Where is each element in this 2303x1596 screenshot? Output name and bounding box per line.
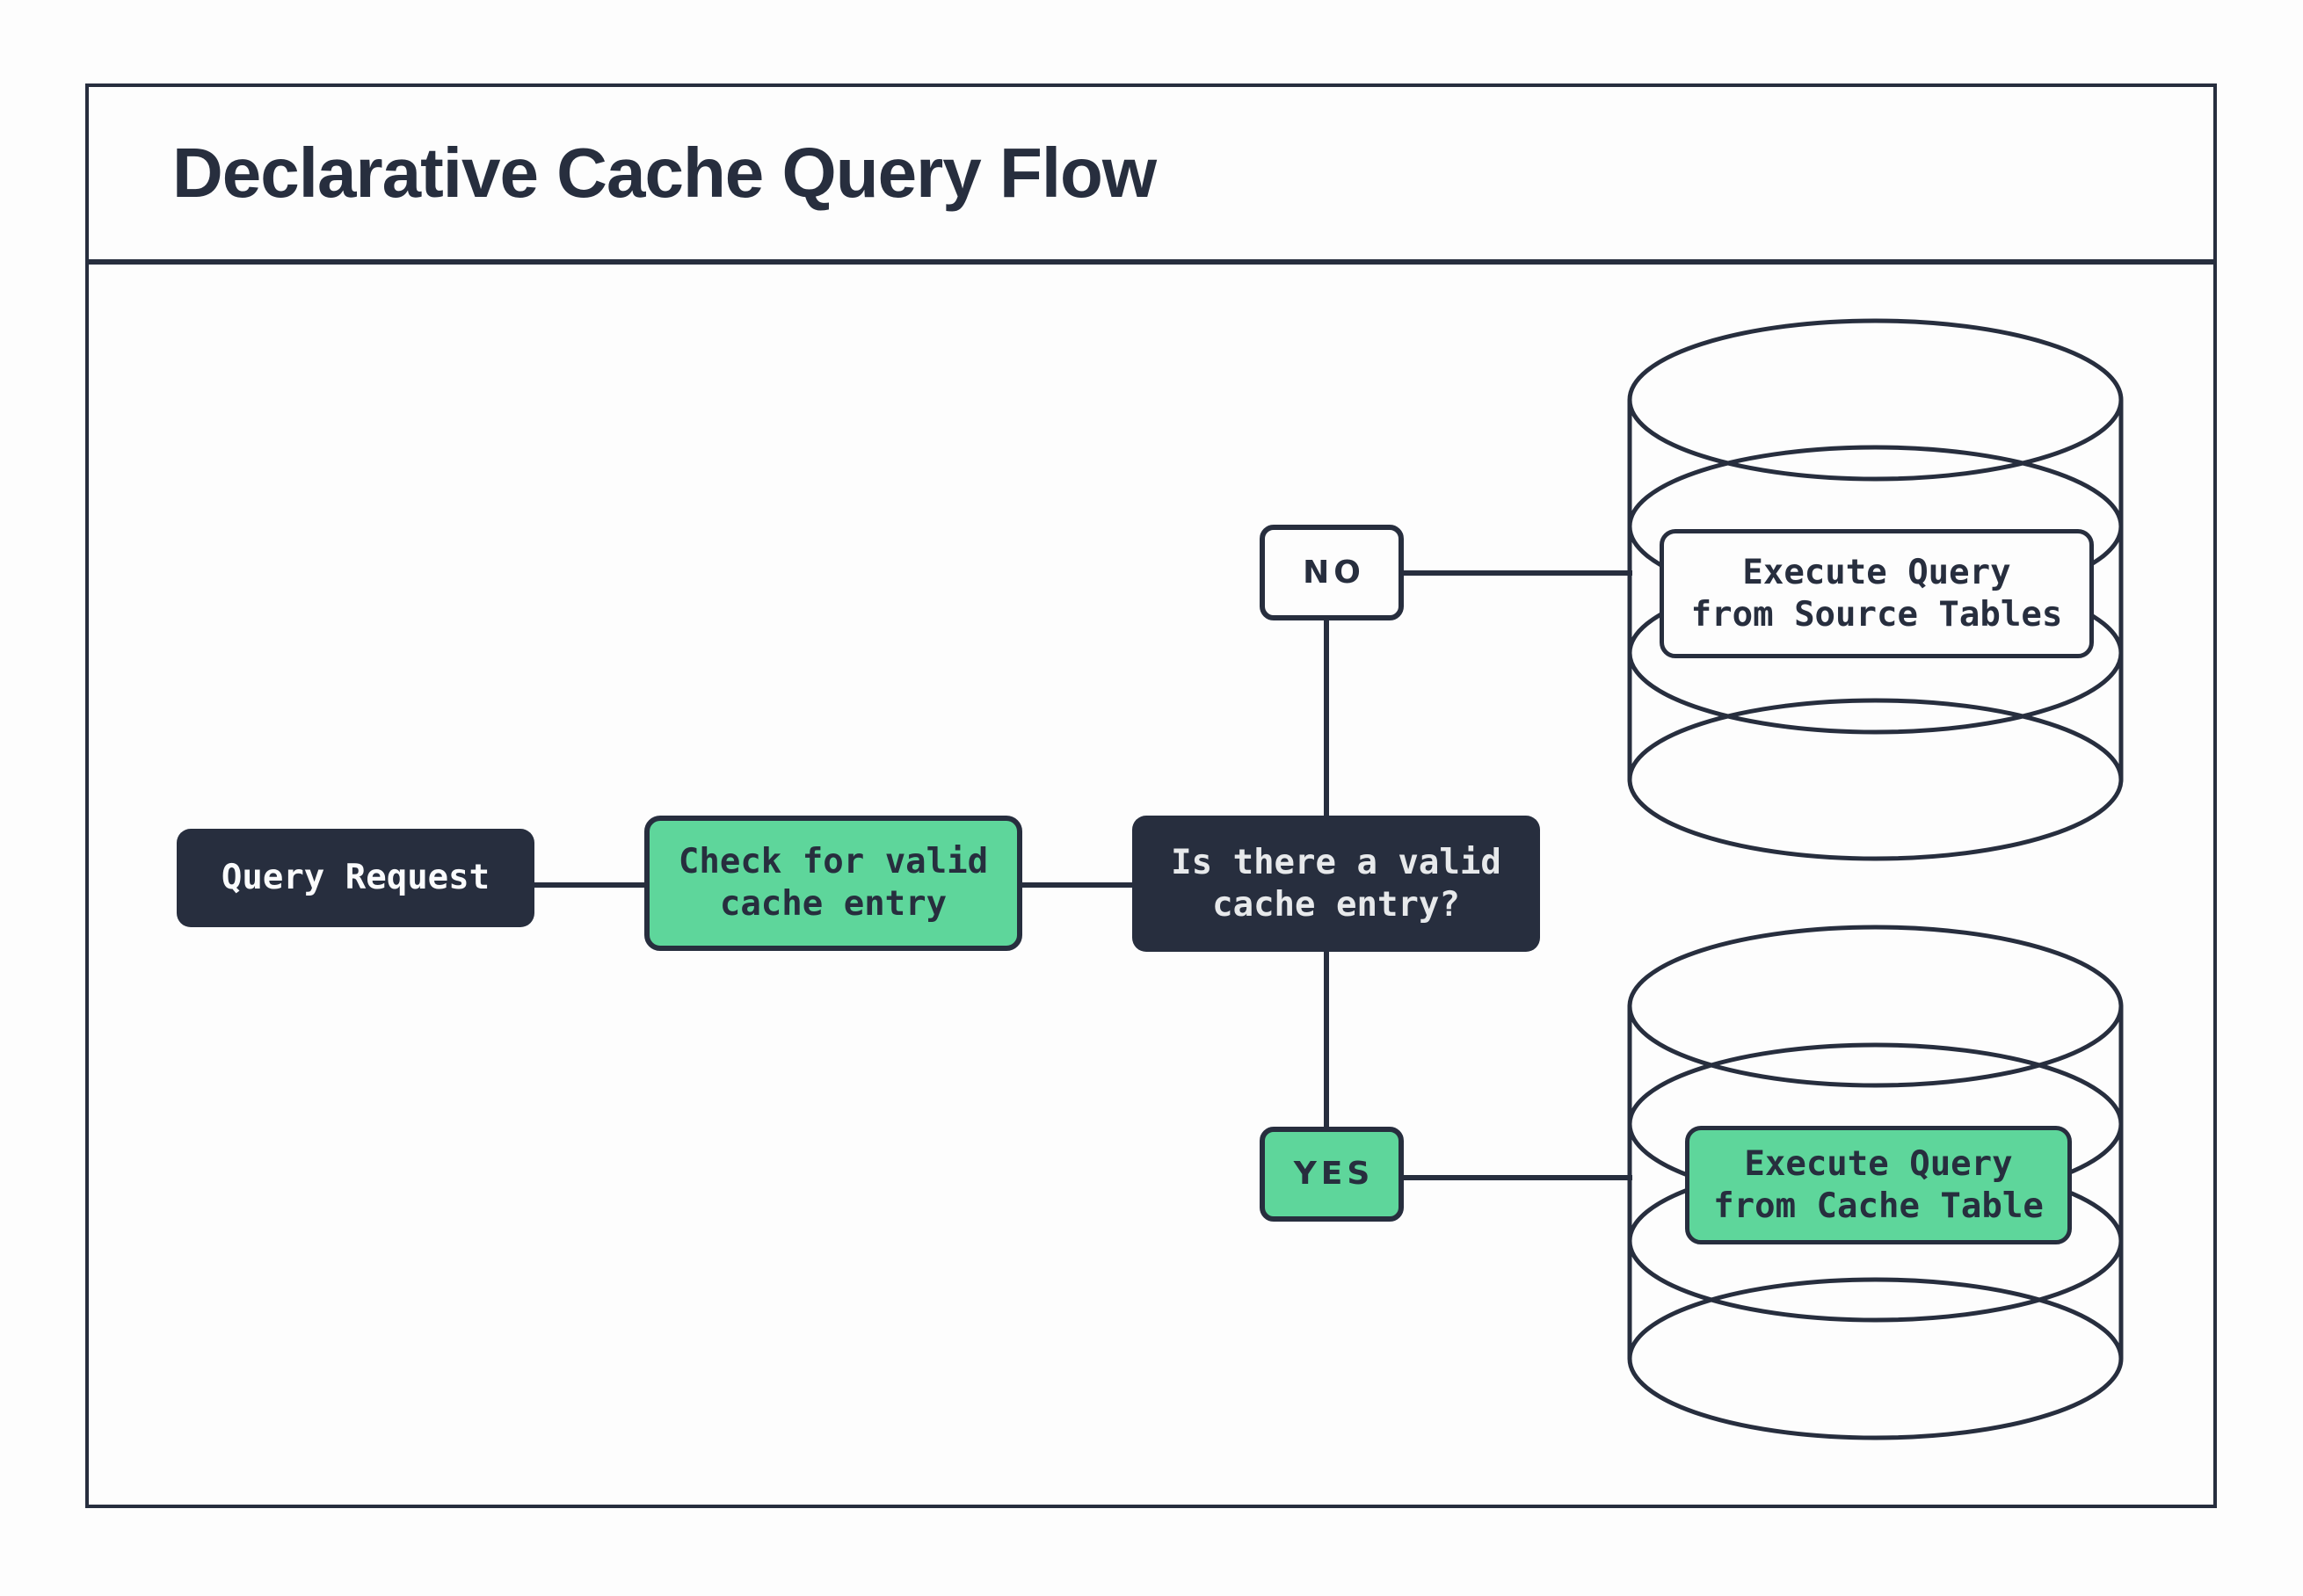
cylinder-disk-edge (1627, 925, 2124, 1088)
cylinder-disk-edge (1627, 698, 2124, 861)
node-check-cache: Check for valid cache entry (644, 816, 1022, 951)
node-execute-source-tables: Execute Query from Source Tables (1660, 529, 2094, 658)
header-bar: Declarative Cache Query Flow (89, 87, 2213, 265)
branch-label-no: NO (1260, 525, 1404, 620)
node-decision: Is there a valid cache entry? (1132, 816, 1540, 952)
node-query-request: Query Request (177, 829, 534, 927)
cylinder-disk-edge (1627, 318, 2124, 482)
branch-label-yes: YES (1260, 1127, 1404, 1222)
page-frame: Declarative Cache Query Flow (85, 83, 2217, 1508)
cylinder-disk-edge (1627, 1277, 2124, 1440)
node-execute-cache-table: Execute Query from Cache Table (1685, 1126, 2072, 1244)
page-title: Declarative Cache Query Flow (172, 134, 1157, 212)
